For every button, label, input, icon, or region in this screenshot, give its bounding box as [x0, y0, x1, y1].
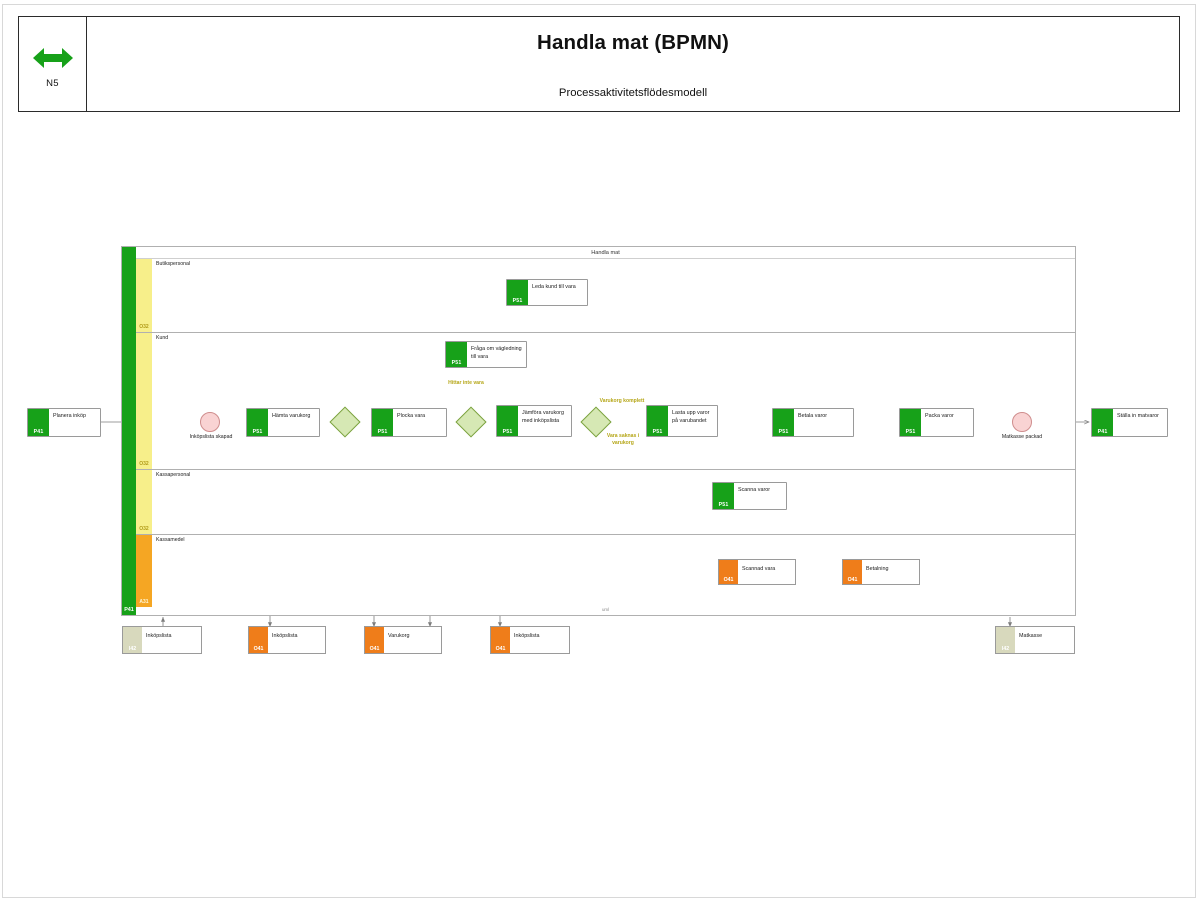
task-code-chip: P51 [446, 342, 467, 367]
task-code-chip: P51 [372, 409, 393, 436]
task-label: Jämföra varukorg med inköpslista [522, 410, 564, 424]
task-planera-inkop[interactable]: P41 Planera inköp [27, 408, 101, 437]
task-label: Ställa in matvaror [1117, 413, 1159, 419]
start-event-label: Inköpslista skapad [189, 434, 233, 440]
data-object-label: Scannad vara [742, 566, 776, 572]
data-store-inkopslista-1[interactable]: O41 Inköpslista [248, 626, 326, 654]
task-code-chip: P41 [28, 409, 49, 436]
lane-band: O32 [136, 470, 152, 534]
task-betala-varor[interactable]: P51 Betala varor [772, 408, 854, 437]
task-jamfora-varukorg[interactable]: P51 Jämföra varukorg med inköpslista [496, 405, 572, 437]
lane-kassamedel: A31 Kassamedel [136, 535, 1075, 607]
lane-band: O32 [136, 259, 152, 332]
task-code-chip: P51 [247, 409, 268, 436]
data-code-chip: I42 [996, 627, 1015, 653]
task-label: Packa varor [925, 413, 954, 419]
edge-label-vara-saknas: Vara saknas i varukorg [606, 433, 640, 447]
task-leda-kund-till-vara[interactable]: P51 Leda kund till vara [506, 279, 588, 306]
data-store-varukorg[interactable]: O41 Varukorg [364, 626, 442, 654]
data-store-matkasse[interactable]: I42 Matkasse [995, 626, 1075, 654]
lane-code: A31 [139, 599, 149, 605]
data-store-label: Inköpslista [272, 633, 298, 639]
data-store-label: Inköpslista [146, 633, 172, 639]
task-code-chip: P51 [647, 406, 668, 436]
lane-label: Butikspersonal [156, 261, 191, 267]
lane-kund: O32 Kund [136, 333, 1075, 470]
task-hamta-varukorg[interactable]: P51 Hämta varukorg [246, 408, 320, 437]
task-code-chip: P51 [900, 409, 921, 436]
header-icon-cell: N5 [19, 17, 87, 111]
data-store-label: Matkasse [1019, 633, 1043, 639]
task-stalla-in-matvaror[interactable]: P41 Ställa in matvaror [1091, 408, 1168, 437]
data-store-inkopslista-input[interactable]: I42 Inköpslista [122, 626, 202, 654]
task-code-chip: P51 [773, 409, 794, 436]
pool-title: Handla mat [136, 247, 1075, 259]
lane-label: Kassamedel [156, 537, 185, 543]
task-label: Hämta varukorg [272, 413, 311, 419]
task-fraga-om-vagledning[interactable]: P51 Fråga om vägledning till vara [445, 341, 527, 368]
task-scanna-varor[interactable]: P51 Scanna varor [712, 482, 787, 510]
lane-label: Kund [156, 335, 169, 341]
data-object-betalning[interactable]: O41 Betalning [842, 559, 920, 585]
page-title: Handla mat (BPMN) [537, 31, 729, 54]
data-code-chip: O41 [719, 560, 738, 584]
data-code-chip: I42 [123, 627, 142, 653]
document-header: N5 Handla mat (BPMN) Processaktivitetsfl… [18, 16, 1180, 112]
header-title-cell: Handla mat (BPMN) Processaktivitetsflöde… [87, 17, 1179, 111]
task-label: Lasta upp varor på varubandet [672, 410, 710, 424]
lane-butikspersonal: O32 Butikspersonal [136, 259, 1075, 333]
lane-kassapersonal: O32 Kassapersonal [136, 470, 1075, 535]
task-code-chip: P41 [1092, 409, 1113, 436]
header-code: N5 [46, 78, 59, 89]
lane-band: A31 [136, 535, 152, 607]
data-code-chip: O41 [843, 560, 862, 584]
data-code-chip: O41 [365, 627, 384, 653]
lane-code: O32 [139, 324, 149, 330]
task-packa-varor[interactable]: P51 Packa varor [899, 408, 974, 437]
data-object-scannad-vara[interactable]: O41 Scannad vara [718, 559, 796, 585]
pool-band-code: P41 [124, 607, 134, 613]
edge-label-hittar-inte-vara: Hittar inte vara [448, 380, 484, 386]
edge-label-varukorg-komplett: Varukorg komplett [599, 398, 645, 404]
data-code-chip: O41 [491, 627, 510, 653]
task-code-chip: P51 [497, 406, 518, 436]
data-code-chip: O41 [249, 627, 268, 653]
task-label: Plocka vara [397, 413, 426, 419]
double-arrow-icon [32, 48, 73, 68]
start-event-inkopslista-skapad[interactable] [200, 412, 220, 432]
task-label: Betala varor [798, 413, 828, 419]
task-label: Scanna varor [738, 487, 771, 493]
task-label: Planera inköp [53, 413, 86, 419]
page-subtitle: Processaktivitetsflödesmodell [558, 87, 708, 99]
task-label: Fråga om vägledning till vara [471, 346, 522, 360]
task-code-chip: P51 [713, 483, 734, 509]
task-lasta-upp-varor[interactable]: P51 Lasta upp varor på varubandet [646, 405, 718, 437]
end-event-label: Matkasse packad [1001, 434, 1043, 440]
task-code-chip: P51 [507, 280, 528, 305]
lane-label: Kassapersonal [156, 472, 191, 478]
lane-band: O32 [136, 333, 152, 469]
lane-code: O32 [139, 461, 149, 467]
pool-footer: uml [601, 607, 610, 612]
data-store-inkopslista-2[interactable]: O41 Inköpslista [490, 626, 570, 654]
pool-band: P41 [122, 247, 136, 615]
end-event-matkasse-packad[interactable] [1012, 412, 1032, 432]
lane-code: O32 [139, 526, 149, 532]
data-store-label: Varukorg [388, 633, 410, 639]
task-plocka-vara[interactable]: P51 Plocka vara [371, 408, 447, 437]
task-label: Leda kund till vara [532, 284, 576, 290]
data-store-label: Inköpslista [514, 633, 540, 639]
data-object-label: Betalning [866, 566, 889, 572]
